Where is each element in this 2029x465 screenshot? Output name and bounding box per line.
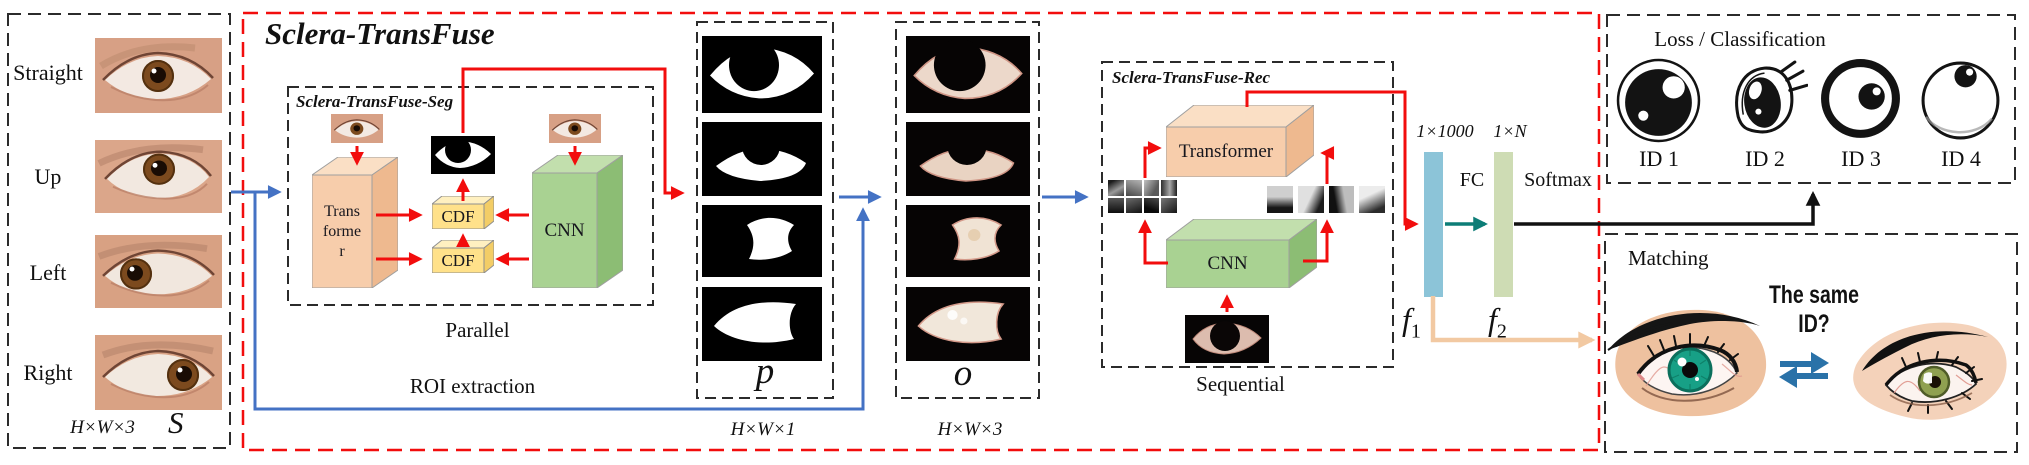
seg-transformer-line3: r [339,242,345,260]
f2-dims-label: 1×N [1493,121,1527,141]
o-roi-left [906,205,1030,277]
feature-patch [1125,180,1142,196]
exchange-arrows-icon [1779,352,1829,388]
id1-label: ID 1 [1639,146,1679,171]
seg-cdf-top-text: CDF [441,206,475,226]
f1-label: f1 [1402,303,1421,341]
arrow-left-patches-to-transformer [1143,141,1162,178]
o-dims-label: H×W×3 [937,419,1003,440]
seg-cdf-bottom-text: CDF [441,250,475,270]
id3-eye-icon [1821,59,1900,138]
input-label-left: Left [29,260,67,285]
rec-cnn-text: CNN [1207,253,1248,275]
eye-photo-up [95,140,222,213]
arrow-softmax-to-classification [1514,191,1821,226]
matching-right-eye-illustration [1853,322,2007,420]
feature-patch [1267,186,1293,213]
feature-patch [1125,197,1142,213]
f2-feature-bar [1494,152,1513,297]
seg-title: Sclera-TransFuse-Seg [296,92,454,111]
input-dims-label: H×W×3 [70,417,135,438]
seg-cnn-input-eye [549,114,601,143]
p-symbol: p [755,351,775,392]
arrow-f1-to-matching [1430,296,1596,349]
id3-label: ID 3 [1841,146,1881,171]
seg-cdf-bottom-label: CDF [432,248,484,273]
o-roi-straight [906,36,1030,113]
seg-cnn-block: CNN [530,154,625,289]
o-roi-right [906,287,1030,361]
softmax-label: Softmax [1524,169,1592,191]
feature-patch [1143,180,1160,196]
seg-transformer-label: Trans forme r [312,175,372,288]
rec-transformer-label: Transformer [1166,127,1286,177]
id4-eye-icon [1921,61,2000,140]
id4-label: ID 4 [1941,146,1981,171]
arrow-right-patches-to-transformer [1320,146,1335,184]
id1-eye-icon [1616,58,1701,143]
feature-patch [1161,180,1177,196]
matching-left-eye-illustration [1607,309,1767,417]
f2-sub: 2 [1496,320,1507,343]
feature-patch [1108,180,1124,196]
seg-cnn-label: CNN [532,173,597,288]
rec-input-eye [1185,315,1269,363]
rec-right-feature-patches [1267,186,1385,213]
seg-transformer-input-eye [331,114,383,143]
p-dims-label: H×W×1 [730,419,796,440]
feature-patch [1143,197,1160,213]
rec-title: Sclera-TransFuse-Rec [1112,68,1271,87]
rec-transformer-block: Transformer [1164,103,1316,179]
seg-cdf-top-block: CDF [430,194,496,231]
f2-label: f2 [1488,303,1507,341]
seg-mask-thumbnail [431,136,495,174]
transfuse-title: Sclera-TransFuse [265,16,495,51]
eye-photo-left [95,235,222,308]
rec-transformer-text: Transformer [1178,141,1274,163]
arrow-rec-cnn-to-left-patches [1138,219,1168,265]
sequential-label: Sequential [1196,372,1285,396]
input-label-straight: Straight [13,60,83,85]
f1-base: f [1402,301,1411,337]
rec-left-feature-patches [1108,180,1177,213]
f1-feature-bar [1424,152,1443,297]
id2-eye-icon [1735,60,1808,134]
roi-extraction-label: ROI extraction [409,374,536,398]
f2-base: f [1488,301,1497,337]
seg-transformer-line1: Trans [324,202,360,220]
parallel-label: Parallel [445,318,510,342]
fc-label: FC [1459,169,1485,191]
seg-cnn-text: CNN [544,219,585,241]
eye-photo-straight [95,38,222,113]
f1-sub: 1 [1410,320,1421,343]
seg-cdf-top-label: CDF [432,204,484,229]
input-label-right: Right [23,360,73,385]
matching-title: Matching [1628,246,1709,270]
eye-photo-right [95,335,222,410]
input-symbol: S [168,405,184,440]
seg-transformer-block: Trans forme r [310,156,400,289]
input-label-up: Up [34,164,62,189]
p-mask-up [702,122,822,196]
feature-patch [1328,186,1355,213]
p-mask-straight [702,36,822,113]
rec-cnn-label: CNN [1166,240,1289,288]
o-roi-up [906,122,1030,196]
f1-dims-label: 1×1000 [1416,121,1474,141]
seg-cdf-bottom-block: CDF [430,238,496,275]
feature-patch [1108,197,1124,213]
classification-title: Loss / Classification [1654,27,1826,51]
p-mask-left [702,205,822,277]
o-symbol: o [953,353,973,394]
rec-cnn-block: CNN [1164,218,1319,289]
seg-transformer-line2: forme [322,222,362,240]
feature-patch [1359,186,1385,213]
id2-label: ID 2 [1745,146,1785,171]
feature-patch [1161,197,1177,213]
feature-patch [1297,186,1324,213]
